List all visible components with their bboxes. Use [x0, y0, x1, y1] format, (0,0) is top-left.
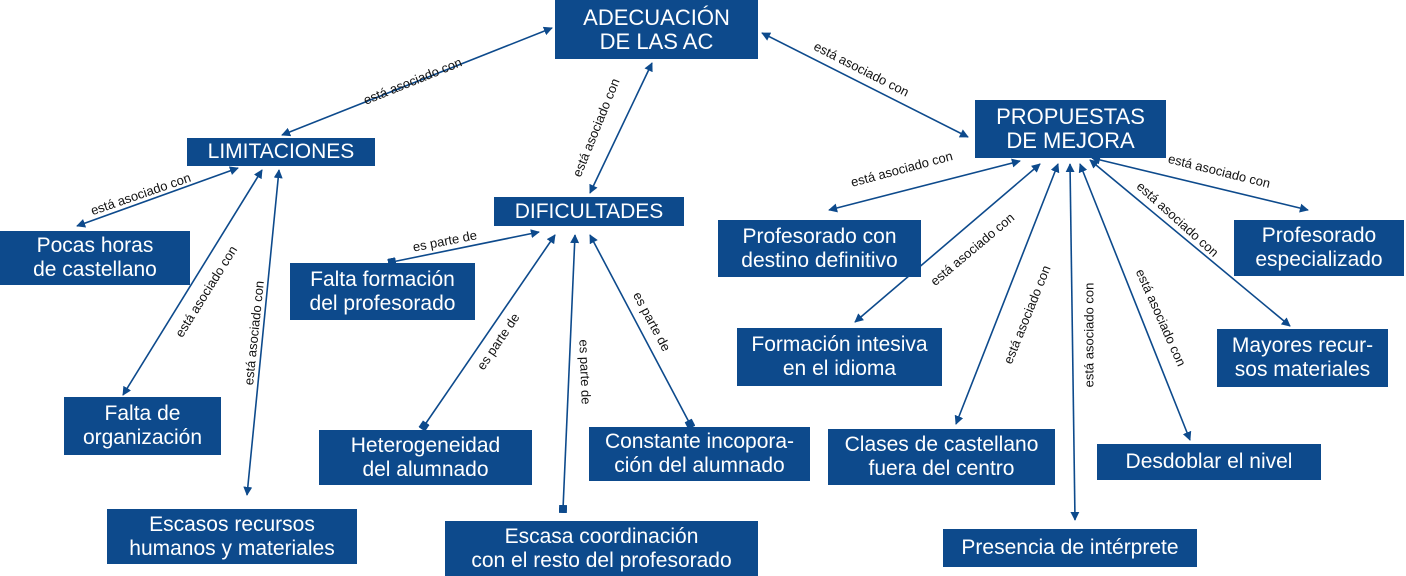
edge-adecuacion-dificultades: [589, 62, 653, 194]
node-falta-organizacion: Falta de organización: [64, 397, 221, 455]
edge-propuestas-especializado: [1091, 155, 1309, 213]
node-propuestas: PROPUESTAS DE MEJORA: [975, 100, 1166, 158]
edge-adecuacion-limitaciones: [281, 26, 553, 137]
node-adecuacion: ADECUACIÓN DE LAS AC: [555, 0, 758, 59]
node-clases-castellano: Clases de castellano fuera del centro: [828, 429, 1055, 485]
edge-propuestas-especializado-label: está asociado con: [1167, 151, 1272, 191]
edge-dificultades-heterogeneidad: [418, 234, 556, 432]
edge-limitaciones-organizacion: [122, 169, 263, 396]
node-mayores-recursos: Mayores recur- sos materiales: [1217, 329, 1388, 387]
node-pocas-horas: Pocas horas de castellano: [0, 231, 190, 285]
node-escasos-recursos: Escasos recursos humanos y materiales: [107, 509, 357, 564]
edge-propuestas-destino-label: está asociado con: [849, 148, 954, 190]
node-formacion-intensiva: Formación intesiva en el idioma: [737, 328, 942, 386]
edge-propuestas-mayores-label: está asociado con: [1134, 179, 1222, 260]
node-presencia-interprete: Presencia de intérprete: [943, 529, 1197, 567]
node-escasa-coordinacion: Escasa coordinación con el resto del pro…: [445, 521, 758, 576]
edge-adecuacion-dificultades-label: está asociado con: [569, 76, 622, 179]
edge-adecuacion-propuestas-label: está asociado con: [811, 39, 911, 100]
edge-dificultades-incorporacion: [589, 234, 696, 430]
node-constante-incorporacion: Constante incopora- ción del alumnado: [589, 427, 810, 481]
node-falta-formacion: Falta formación del profesorado: [290, 263, 475, 320]
node-profesorado-destino: Profesorado con destino definitivo: [718, 220, 921, 277]
node-limitaciones: LIMITACIONES: [187, 138, 375, 166]
edge-propuestas-clases-label: está asociado con: [1000, 263, 1053, 366]
edge-limitaciones-pocas-label: está asociado con: [89, 170, 193, 218]
edge-adecuacion-propuestas: [761, 32, 969, 138]
node-dificultades: DIFICULTADES: [494, 197, 684, 226]
node-desdoblar-nivel: Desdoblar el nivel: [1097, 444, 1321, 480]
edge-propuestas-interprete: [1065, 163, 1080, 521]
edge-dificultades-heterogeneidad-label: es parte de: [474, 310, 523, 372]
edge-propuestas-interprete-label: está asociado con: [1081, 283, 1096, 388]
node-heterogeneidad: Heterogeneidad del alumnado: [319, 430, 532, 485]
edge-limitaciones-recursos: [243, 169, 283, 496]
edge-dificultades-coordinacion-label: es parte de: [576, 339, 593, 405]
edge-propuestas-clases: [954, 163, 1060, 425]
node-profesorado-especializado: Profesorado especializado: [1234, 220, 1404, 276]
edge-adecuacion-limitaciones-label: está asociado con: [361, 54, 464, 107]
edge-limitaciones-pocas: [76, 166, 239, 228]
edge-dificultades-coordinacion: [558, 234, 580, 514]
